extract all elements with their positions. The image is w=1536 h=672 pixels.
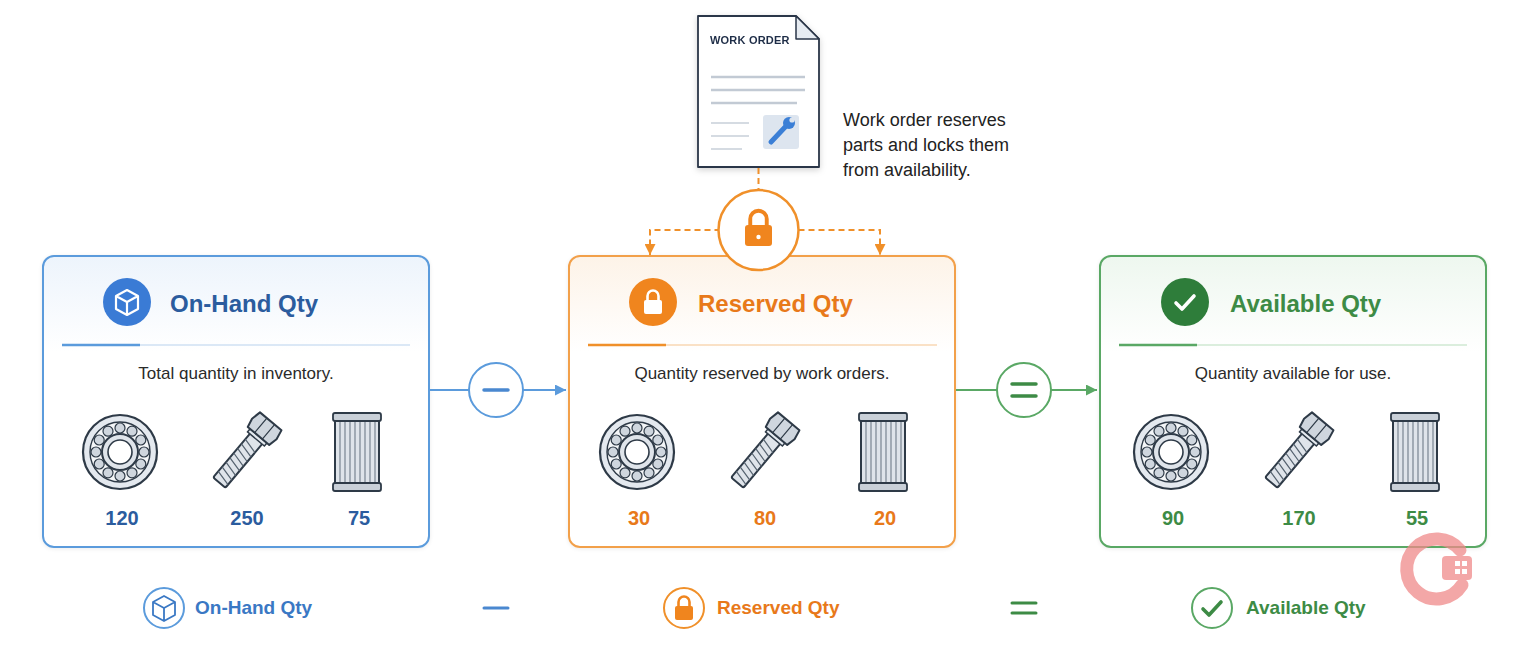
formula-term: Available Qty [1246, 596, 1366, 620]
minus-sign [484, 607, 508, 610]
part-illustrations [83, 411, 1439, 493]
icon-outline [664, 588, 704, 628]
minus-operator [469, 363, 523, 417]
divider-line [588, 344, 937, 346]
lock-icon [675, 597, 693, 621]
box-title: On-Hand Qty [170, 289, 318, 319]
text-lines [711, 77, 805, 103]
icon-badge [103, 278, 151, 326]
check-icon [1176, 296, 1194, 309]
divider-line [62, 344, 410, 346]
icon-badge [1161, 278, 1209, 326]
header-icon [103, 278, 1209, 326]
callout-note: Work order reserves parts and locks them… [843, 108, 1033, 183]
box-title: Available Qty [1230, 289, 1381, 319]
quantity-number: 55 [1372, 506, 1462, 530]
text-lines [711, 123, 749, 149]
divider-line [1119, 344, 1467, 346]
bearing-icon [83, 415, 157, 489]
equals-sign [1012, 612, 1036, 615]
filter-icon [333, 413, 381, 491]
icon-badge [629, 278, 677, 326]
quantity-number: 120 [77, 506, 167, 530]
watermark-logo [1407, 539, 1472, 599]
box-description: Quantity available for use. [1101, 363, 1485, 385]
box-title: Reserved Qty [698, 289, 853, 319]
work-order-document: WORK ORDER [697, 15, 820, 168]
quantity-number: 170 [1254, 506, 1344, 530]
cube-icon [153, 596, 175, 621]
dashed-reservation-arrow [650, 168, 759, 255]
watermark-dot [1462, 569, 1467, 574]
watermark-dot [1455, 561, 1460, 566]
lock-circle [719, 190, 799, 270]
icon-outline [144, 588, 184, 628]
quantity-number: 30 [594, 506, 684, 530]
quantity-number: 80 [720, 506, 810, 530]
document-page [698, 16, 819, 167]
quantity-number: 250 [202, 506, 292, 530]
flow-arrow [956, 389, 1097, 391]
minus-sign [484, 388, 508, 392]
header-divider [62, 345, 1467, 346]
watermark-dot [1455, 569, 1460, 574]
quantity-box: Available QtyQuantity available for use.… [1099, 255, 1487, 548]
quantity-number: 20 [840, 506, 930, 530]
box-description: Quantity reserved by work orders. [570, 363, 954, 385]
dashed-branch [759, 230, 881, 255]
bearing-icon [1134, 415, 1208, 489]
lock-badge [719, 190, 799, 270]
check-icon [1203, 602, 1221, 615]
equals-sign [1012, 602, 1036, 605]
equals-operator [997, 363, 1051, 417]
equals-sign [1012, 394, 1036, 398]
bolt-icon [1259, 411, 1335, 493]
bolt-icon [725, 411, 801, 493]
cube-icon [116, 290, 138, 315]
filter-icon [859, 413, 907, 491]
wrench-notch [789, 117, 794, 122]
watermark-ring [1407, 539, 1462, 599]
filter-icon [1391, 413, 1439, 491]
quantity-number: 75 [314, 506, 404, 530]
quantity-box: On-Hand QtyTotal quantity in inventory. 1… [42, 255, 430, 548]
formula-term: Reserved Qty [717, 596, 840, 620]
wrench-head [783, 117, 795, 129]
icon-outline [1192, 588, 1232, 628]
bearing-icon [600, 415, 674, 489]
equals-sign [1012, 382, 1036, 386]
flow-arrow [430, 389, 566, 391]
divider-accent [62, 344, 140, 347]
box-description: Total quantity in inventory. [44, 363, 428, 385]
folded-corner [796, 16, 819, 39]
divider-accent [1119, 344, 1197, 347]
document-title: WORK ORDER [710, 33, 790, 47]
keyhole [756, 235, 760, 239]
wrench-tile [763, 115, 799, 149]
bolt-icon [207, 411, 283, 493]
lock-icon [644, 291, 662, 315]
operator-circle [997, 363, 1051, 417]
quantity-box: Reserved QtyQuantity reserved by work or… [568, 255, 956, 548]
watermark-dot [1462, 561, 1467, 566]
formula-row [144, 588, 1232, 628]
lock-icon [745, 211, 772, 246]
quantity-number: 90 [1128, 506, 1218, 530]
watermark-badge [1442, 556, 1472, 580]
divider-accent [588, 344, 666, 347]
operator-circle [469, 363, 523, 417]
formula-term: On-Hand Qty [195, 596, 312, 620]
